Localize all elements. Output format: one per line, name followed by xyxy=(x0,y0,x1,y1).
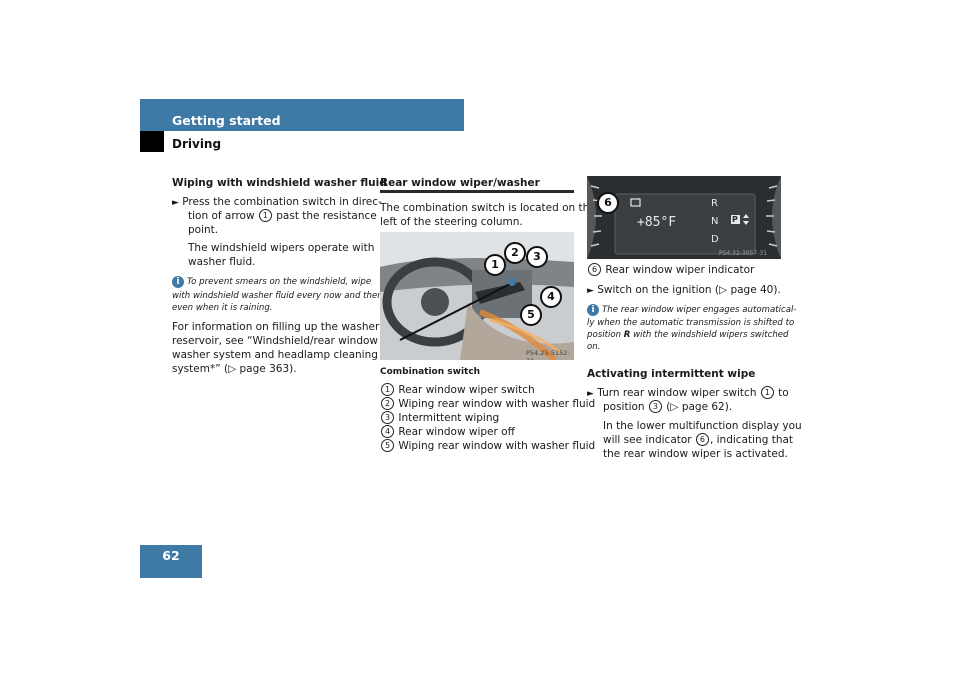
col1-info-line1: For information on filling up the washer xyxy=(172,321,380,333)
col3-note-line4: on. xyxy=(587,342,601,352)
header-bar xyxy=(140,99,464,131)
col3-heading: Activating intermittent wipe xyxy=(587,368,756,380)
callout-badge-4: 4 xyxy=(540,286,562,308)
figure-caption: Combination switch xyxy=(380,367,481,377)
col2-heading: Rear window wiper/washer xyxy=(380,177,540,189)
callout-badge-6: 6 xyxy=(597,192,619,214)
col1-info-line2: reservoir, see “Windshield/rear window xyxy=(172,335,378,347)
callout-badge-3: 3 xyxy=(526,246,548,268)
col1-heading: Wiping with windshield washer fluid xyxy=(172,177,387,189)
bullet-arrow-icon: ► xyxy=(587,286,594,296)
page-ref-triangle-icon: ▷ xyxy=(670,401,679,413)
col2-intro-line2: left of the steering column. xyxy=(380,216,523,228)
callout-badge-2: 2 xyxy=(504,242,526,264)
col3-result-line1: In the lower multifunction display you xyxy=(603,420,802,432)
subsection-title: Driving xyxy=(172,137,222,151)
col3-step-ignition: ► Switch on the ignition (▷ page 40). xyxy=(587,284,781,296)
gear-r: R xyxy=(711,198,718,209)
col1-note-line3: even when it is raining. xyxy=(172,303,273,313)
page-ref-triangle-icon: ▷ xyxy=(719,284,728,296)
page-number: 62 xyxy=(162,548,180,563)
col3-note-line3: position R with the windshield wipers sw… xyxy=(587,330,789,340)
header-marker xyxy=(140,131,164,152)
col3-result-line2: will see indicator 6, indicating that xyxy=(603,433,794,446)
bullet-arrow-icon: ► xyxy=(172,198,179,208)
col1-step1-line3: point. xyxy=(188,224,219,236)
page-link[interactable]: page 40). xyxy=(730,284,781,296)
page-number-box xyxy=(140,545,202,578)
col3-step2-line1: ► Turn rear window wiper switch 1 to xyxy=(587,386,789,399)
col1-result-line2: washer fluid. xyxy=(188,256,256,268)
figure-code: P54.25-5152-31 xyxy=(526,349,570,360)
legend-item: 2 Wiping rear window with washer fluid xyxy=(380,397,595,411)
page-link[interactable]: page 62). xyxy=(681,401,733,413)
gear-n: N xyxy=(711,216,719,227)
legend-item: 4 Rear window wiper off xyxy=(380,425,515,439)
col1-step1-line1: ► Press the combination switch in direc- xyxy=(172,196,382,208)
col3-step2-line2: position 3 (▷ page 62). xyxy=(603,400,733,413)
callout-number: 1 xyxy=(258,209,272,222)
col2-intro-line1: The combination switch is located on the xyxy=(380,202,596,214)
col1-info-line4: system*” (▷ page 363). xyxy=(172,363,297,375)
col1-result-line1: The windshield wipers operate with xyxy=(188,242,375,254)
instrument-cluster-graphic xyxy=(587,176,781,259)
figure-code: P54.32-3057-31 xyxy=(719,250,768,257)
col3-note-line2: ly when the automatic transmission is sh… xyxy=(587,318,795,328)
temperature-readout: +85°F xyxy=(637,215,677,230)
page-ref-triangle-icon: ▷ xyxy=(228,363,237,375)
bullet-arrow-icon: ► xyxy=(587,389,594,399)
col1-info-line3: washer system and headlamp cleaning xyxy=(172,349,378,361)
combination-switch-figure: 1 2 3 4 5 P54.25-5152-31 xyxy=(380,232,574,360)
callout-badge-1: 1 xyxy=(484,254,506,276)
legend-item: 5 Wiping rear window with washer fluid xyxy=(380,439,595,453)
legend-item: 1 Rear window wiper switch xyxy=(380,383,535,397)
page-link[interactable]: page 363). xyxy=(239,363,297,375)
legend-item: 3 Intermittent wiping xyxy=(380,411,499,425)
info-icon: i xyxy=(172,276,184,288)
callout-badge-5: 5 xyxy=(520,304,542,326)
heading-rule xyxy=(380,190,574,193)
multifunction-display-figure: +85°F R N P D P54.32-3057-31 6 xyxy=(587,176,781,259)
col3-legend: 6 Rear window wiper indicator xyxy=(587,263,754,277)
col1-step1-line2: tion of arrow 1 past the resistance xyxy=(188,209,377,222)
col3-result-line3: the rear window wiper is activated. xyxy=(603,448,788,460)
col1-note-line2: with windshield washer fluid every now a… xyxy=(172,291,383,301)
gear-p: P xyxy=(732,215,738,224)
gear-d: D xyxy=(711,234,719,245)
section-title: Getting started xyxy=(172,113,281,128)
info-icon: i xyxy=(587,304,599,316)
